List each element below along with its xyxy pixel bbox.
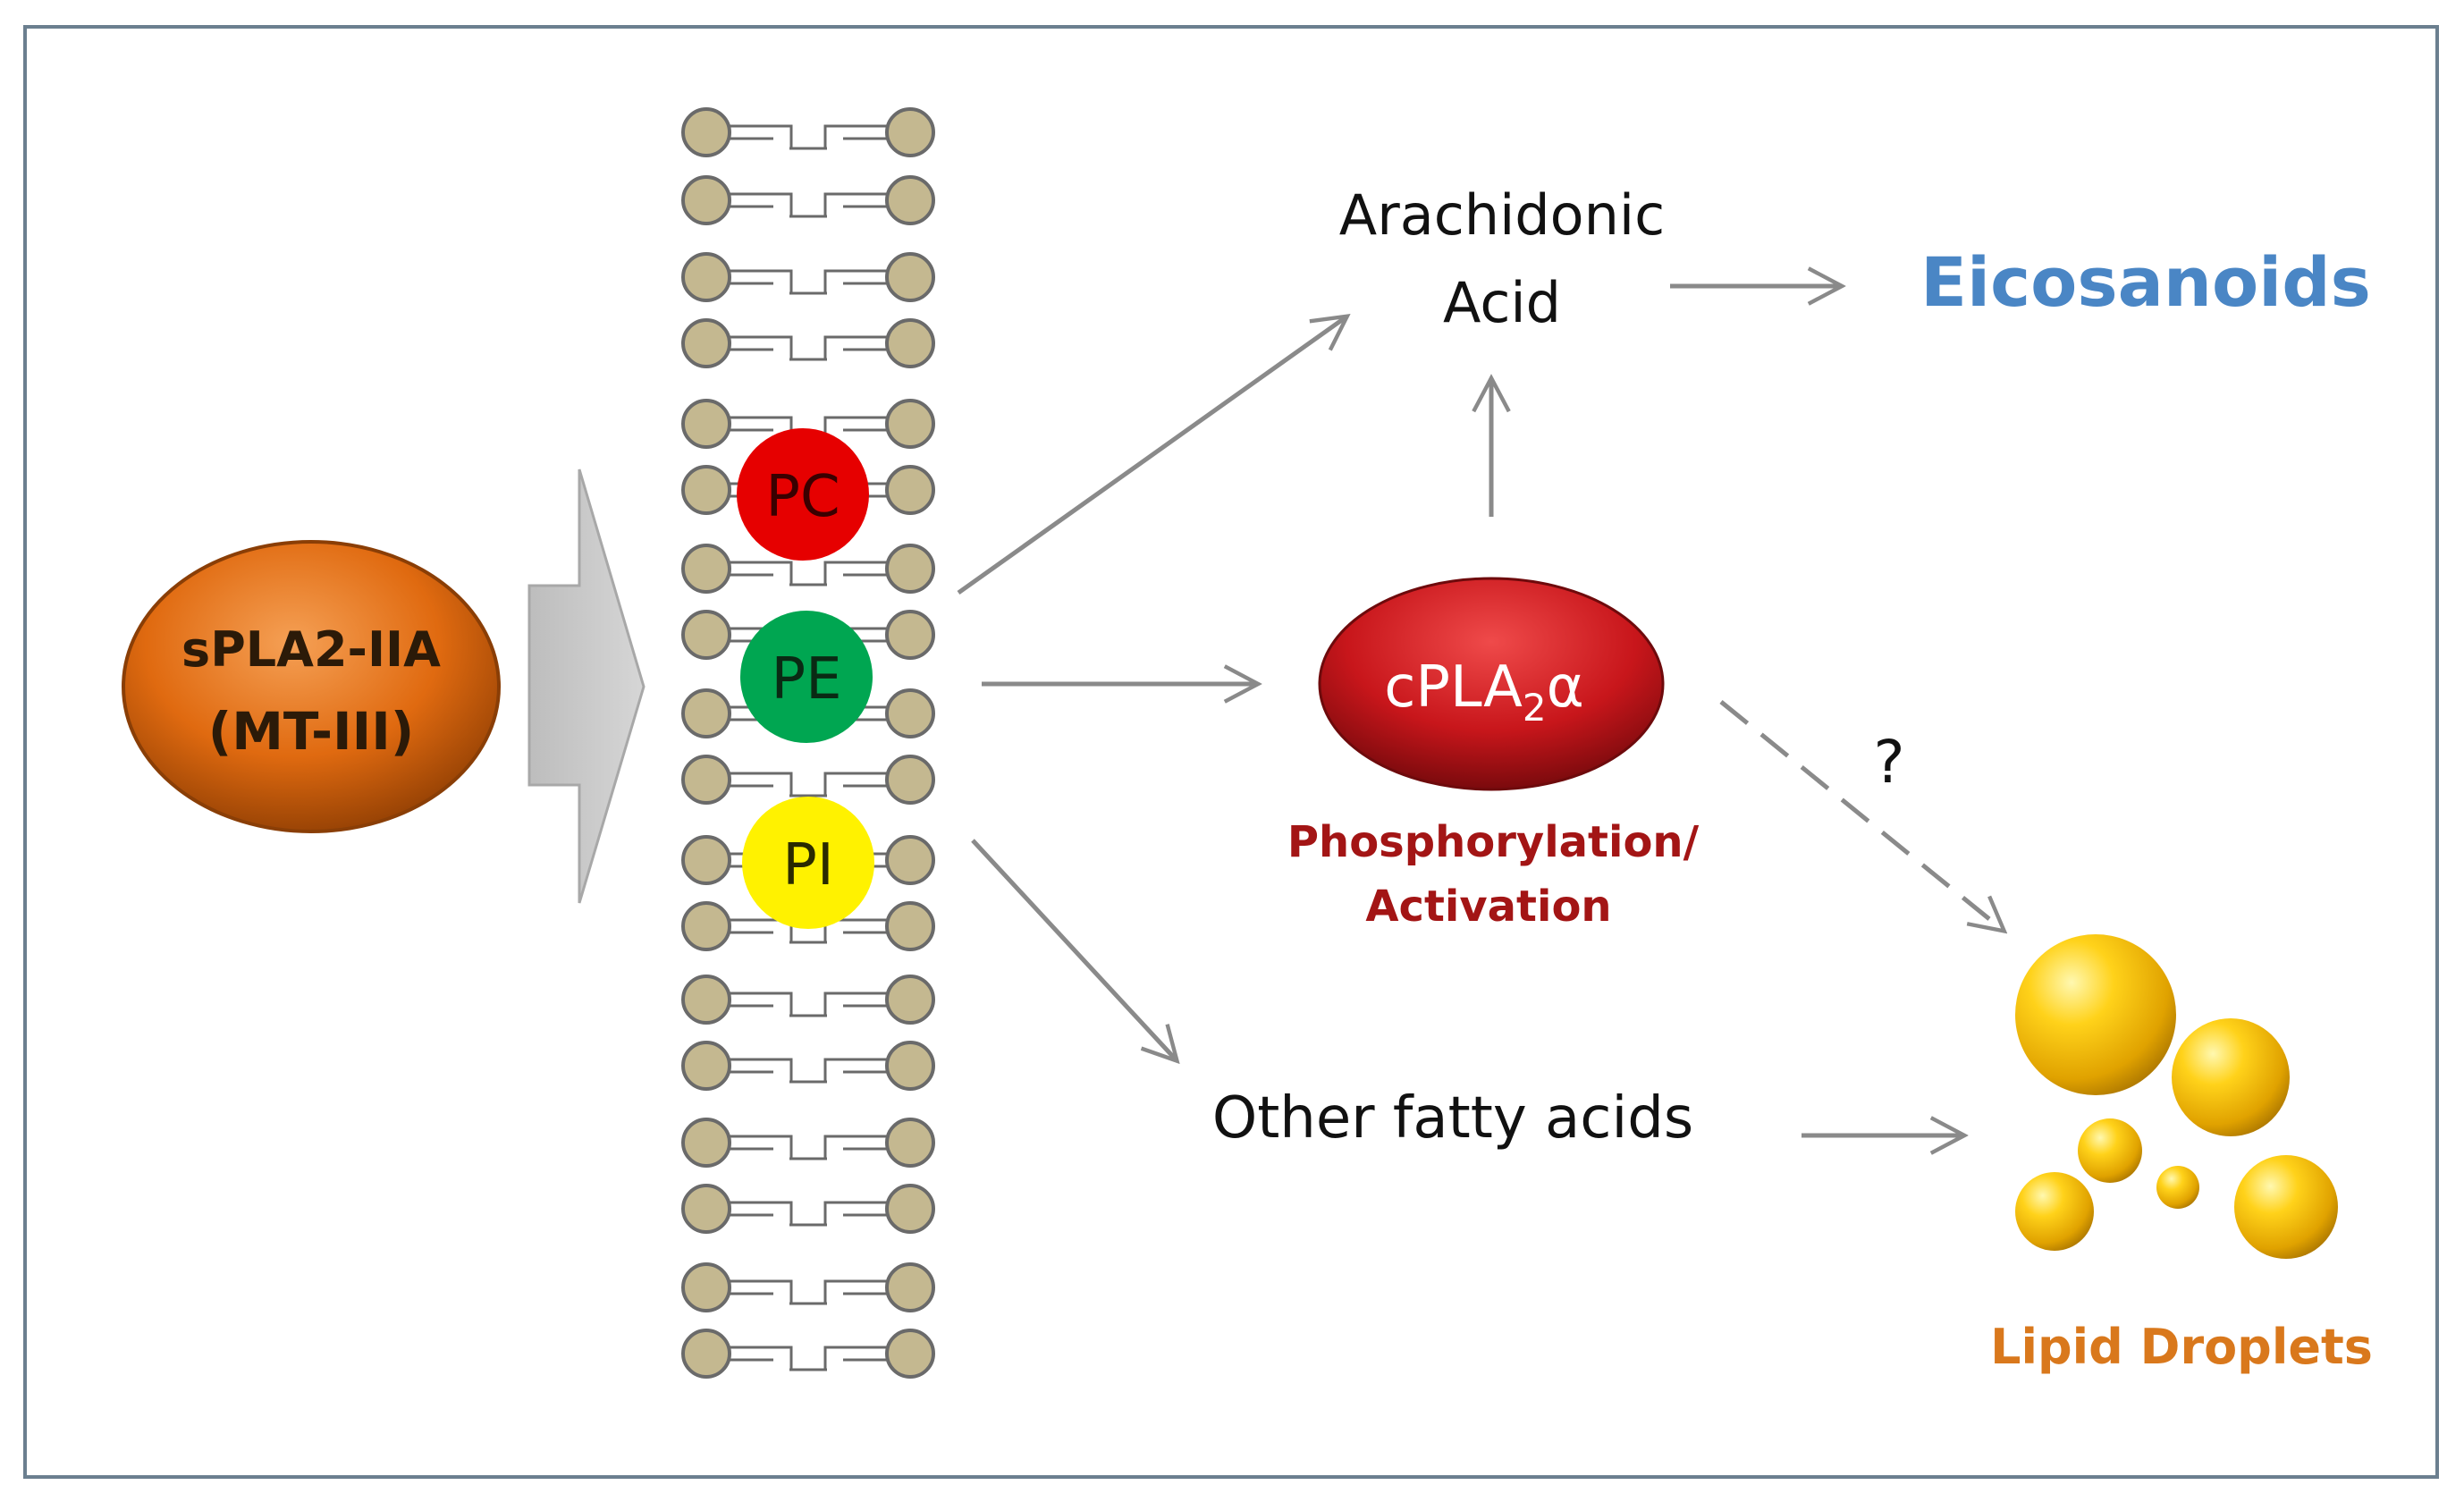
pe-circle	[740, 611, 873, 743]
arrow-to-other-fatty-acids	[971, 839, 1176, 1059]
mt-iii-label: (MT-III)	[208, 701, 415, 762]
lipid-head	[885, 175, 935, 225]
phospholipid-pe: PE	[740, 611, 873, 743]
droplet	[2234, 1155, 2338, 1259]
lipid-head	[681, 1118, 731, 1168]
activation-label: Activation	[1365, 882, 1611, 932]
droplet	[2078, 1118, 2142, 1183]
droplet	[2156, 1166, 2199, 1209]
phospholipid-pc: PC	[737, 428, 869, 561]
lipid-head	[681, 1184, 731, 1234]
lipid-tail	[789, 1201, 887, 1227]
lipid-tail	[789, 772, 887, 797]
lipid-head	[885, 1184, 935, 1234]
lipid-head	[681, 399, 731, 449]
lipid-tail	[789, 269, 887, 295]
pc-circle	[737, 428, 869, 561]
pi-label: PI	[782, 832, 833, 899]
lipid-tail	[789, 991, 887, 1017]
arachidonic-acid-label-line1: Arachidonic	[1339, 182, 1665, 248]
arrow-to-arachidonic	[957, 317, 1346, 595]
lipid-head	[885, 465, 935, 515]
lipid-head	[681, 465, 731, 515]
droplet	[2015, 1172, 2094, 1251]
pe-label: PE	[771, 646, 841, 713]
lipid-head	[885, 1041, 935, 1091]
lipid-head	[885, 975, 935, 1025]
lipid-tail	[789, 918, 887, 944]
lipid-head	[681, 107, 731, 157]
droplet	[2172, 1018, 2290, 1136]
lipid-head	[681, 835, 731, 885]
lipid-head	[885, 755, 935, 805]
lipid-head	[681, 688, 731, 738]
lipid-head	[681, 544, 731, 594]
lipid-head	[885, 1329, 935, 1379]
eicosanoids-label: Eicosanoids	[1920, 242, 2371, 322]
lipid-head	[681, 1329, 731, 1379]
lipid-head	[885, 1262, 935, 1312]
lipid-tail	[789, 1279, 887, 1305]
cpla2-label: cPLA2α	[1384, 654, 1584, 730]
lipid-head	[885, 399, 935, 449]
lipid-head	[885, 688, 935, 738]
lipid-tail	[789, 1135, 887, 1160]
lipid-head	[681, 901, 731, 951]
lipid-tail	[789, 561, 887, 586]
lipid-head	[885, 610, 935, 660]
droplet	[2015, 934, 2176, 1095]
pi-circle	[742, 797, 874, 929]
lipid-head	[885, 835, 935, 885]
lipid-tail	[789, 192, 887, 218]
lipid-head	[681, 755, 731, 805]
pc-label: PC	[765, 464, 840, 530]
lipid-head	[681, 175, 731, 225]
lipid-droplets-label: Lipid Droplets	[1990, 1319, 2373, 1375]
lipid-head	[885, 318, 935, 368]
big-block-arrow	[527, 468, 646, 904]
lipid-head	[885, 901, 935, 951]
lipid-head	[885, 252, 935, 302]
lipid-head	[681, 975, 731, 1025]
lipid-bilayer	[681, 107, 935, 1379]
lipid-droplets-cluster	[2015, 934, 2338, 1259]
lipid-tail	[789, 335, 887, 361]
lipid-head	[681, 252, 731, 302]
lipid-head	[681, 610, 731, 660]
lipid-tail	[789, 1058, 887, 1084]
cpla2-enzyme: cPLA2α	[1318, 577, 1665, 791]
arachidonic-acid-label-line2: Acid	[1443, 270, 1561, 335]
other-fatty-acids-label: Other fatty acids	[1212, 1085, 1693, 1152]
dashed-arrow-to-lipid-droplets	[1719, 700, 2003, 930]
lipid-head	[681, 1262, 731, 1312]
lipid-tail	[789, 1346, 887, 1371]
phospholipid-pi: PI	[742, 797, 874, 929]
spla2-label: sPLA2-IIA	[181, 621, 441, 678]
lipid-head	[681, 318, 731, 368]
phosphorylation-label: Phosphorylation/	[1287, 817, 1700, 867]
lipid-head	[885, 544, 935, 594]
lipid-head	[885, 1118, 935, 1168]
spla2-enzyme: sPLA2-IIA (MT-III)	[122, 540, 501, 833]
question-mark: ?	[1873, 728, 1904, 797]
lipid-head	[885, 107, 935, 157]
lipid-tail	[789, 124, 887, 150]
lipid-head	[681, 1041, 731, 1091]
